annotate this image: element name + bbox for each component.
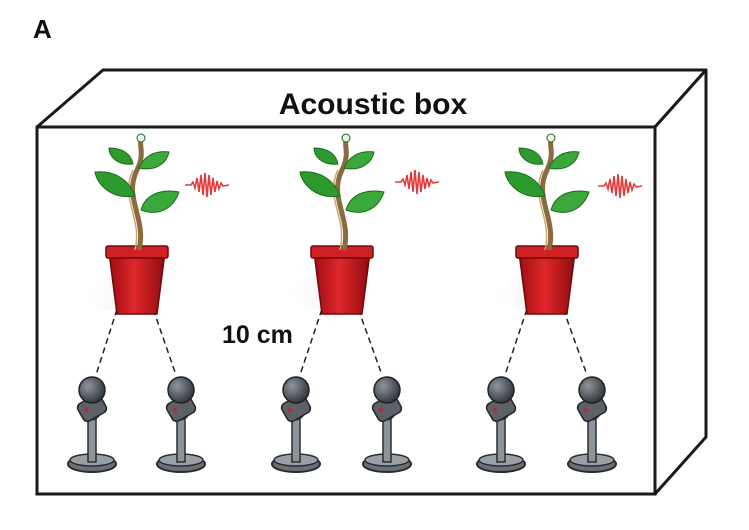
distance-label: 10 cm [222,321,293,349]
acoustic-box [35,68,708,496]
plant-unit-3 [475,134,643,474]
panel-label: A [33,14,52,44]
box-title: Acoustic box [279,88,468,121]
plant-unit-2 [270,134,440,474]
plant-unit-1 [66,134,230,474]
